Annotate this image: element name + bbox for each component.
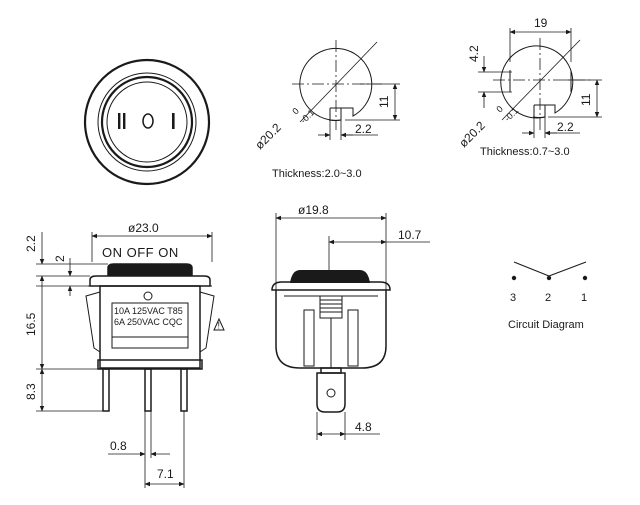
panel-hole-2: ø20.2 0 -0.1 19 4.2 11 2.2 Thickness:0.7… — [456, 16, 602, 158]
circuit-pin-2: 2 — [545, 292, 551, 304]
rocker-label: ON OFF ON — [102, 245, 179, 260]
hole2-thickness: Thickness:0.7~3.0 — [480, 146, 570, 158]
hole1-tol-plus: 0 — [290, 106, 301, 117]
side-dim-pin-pitch: 7.1 — [157, 467, 174, 481]
end-terminal-width: 4.8 — [355, 420, 372, 434]
panel-hole-1: ø20.2 0 -0.1 11 2.2 Thickness:2.0~3.0 — [252, 40, 400, 180]
hole2-top-offset: 4.2 — [467, 45, 481, 62]
hole1-thickness: Thickness:2.0~3.0 — [272, 168, 362, 180]
rating-line-1: 10A 125VAC T85 — [114, 306, 183, 316]
circuit-diagram: 3 2 1 Circuit Diagram — [508, 261, 588, 331]
hole1-height: 11 — [377, 95, 391, 108]
end-view: ø19.8 10.7 4.8 — [271, 203, 430, 440]
hole2-tol-minus: -0.1 — [502, 105, 520, 123]
side-dim-pin-thick: 0.8 — [110, 439, 127, 453]
end-offset: 10.7 — [398, 228, 422, 242]
hole2-width: 19 — [534, 16, 548, 30]
hole1-tol-minus: -0.1 — [298, 107, 316, 125]
rating-line-2: 6A 250VAC CQC — [114, 317, 183, 327]
hole2-tol-plus: 0 — [494, 104, 505, 115]
circuit-pin-3: 3 — [510, 292, 516, 304]
svg-text:!: ! — [218, 321, 221, 331]
circuit-pin-1: 1 — [581, 292, 587, 304]
switch-symbols — [118, 113, 175, 129]
hole1-key-width: 2.2 — [355, 122, 372, 136]
circuit-caption: Circuit Diagram — [508, 319, 584, 331]
hole2-key-width: 2.2 — [557, 120, 574, 134]
hole1-diameter: ø20.2 — [252, 120, 284, 152]
end-width: ø19.8 — [298, 203, 329, 217]
side-width: ø23.0 — [128, 221, 159, 235]
hole2-height: 11 — [579, 93, 593, 106]
side-dim-pins: 8.3 — [24, 383, 38, 400]
side-dim-small: 2 — [53, 255, 67, 262]
side-dim-body: 16.5 — [24, 312, 38, 336]
side-view: ø23.0 ON OFF ON 10A 125VAC T85 6A 250VAC… — [24, 221, 225, 488]
side-dim-top: 2.2 — [24, 235, 38, 252]
front-view: O — [83, 58, 211, 186]
